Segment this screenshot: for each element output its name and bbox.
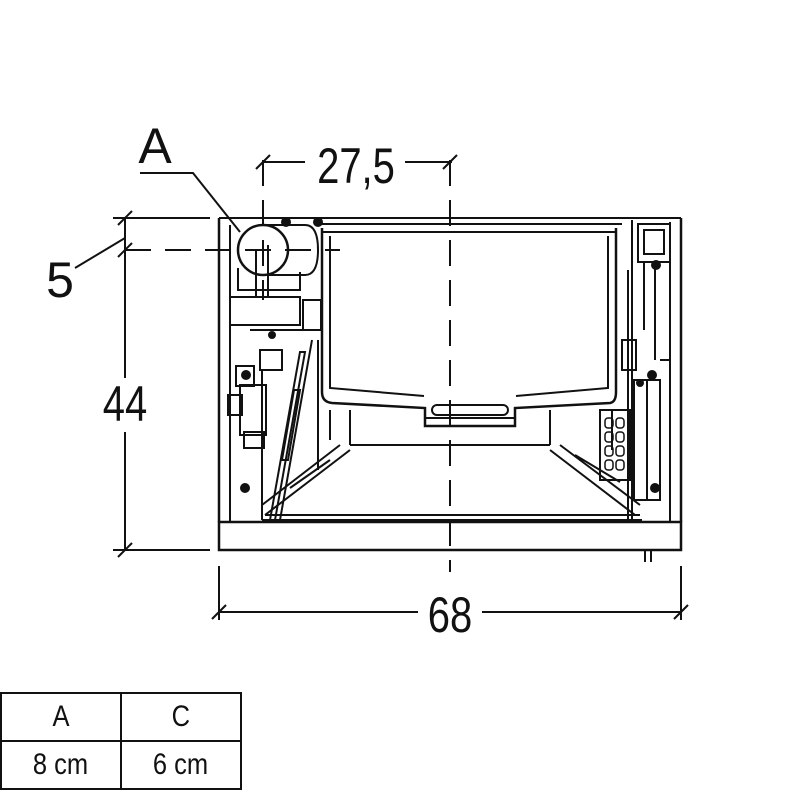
table-cell-c: 6 cm [120,740,242,790]
diagonal-strut [268,351,307,521]
label-dimension-68: 68 [428,587,472,643]
label-dimension-27-5: 27,5 [317,138,395,194]
table-header-a: A [0,692,122,742]
connector-a-leader [140,172,241,233]
label-dimension-5: 5 [46,252,74,308]
table-cell-a: 8 cm [0,740,122,790]
terminal-block [604,417,625,471]
label-connector-a: A [138,118,172,174]
table-row: 8 cm 6 cm [0,740,242,790]
control-box [229,296,301,326]
table-header-row: A C [0,692,242,742]
table-header-c: C [120,692,242,742]
size-table: A C 8 cm 6 cm [0,692,242,790]
main-tank [320,228,618,428]
tank-outlet-slot [431,404,509,416]
label-dimension-44: 44 [103,376,147,432]
